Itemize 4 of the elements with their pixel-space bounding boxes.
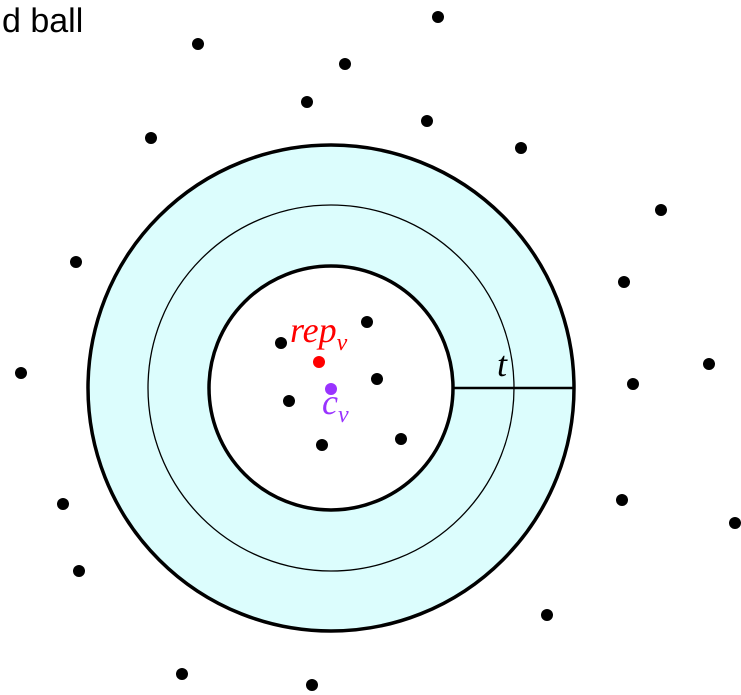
radius-label: t — [497, 346, 508, 382]
point-label: rep$_{v}$ — [290, 312, 348, 356]
point-label: c$_{v}$ — [322, 384, 349, 428]
heading-text: d ball — [2, 4, 84, 38]
